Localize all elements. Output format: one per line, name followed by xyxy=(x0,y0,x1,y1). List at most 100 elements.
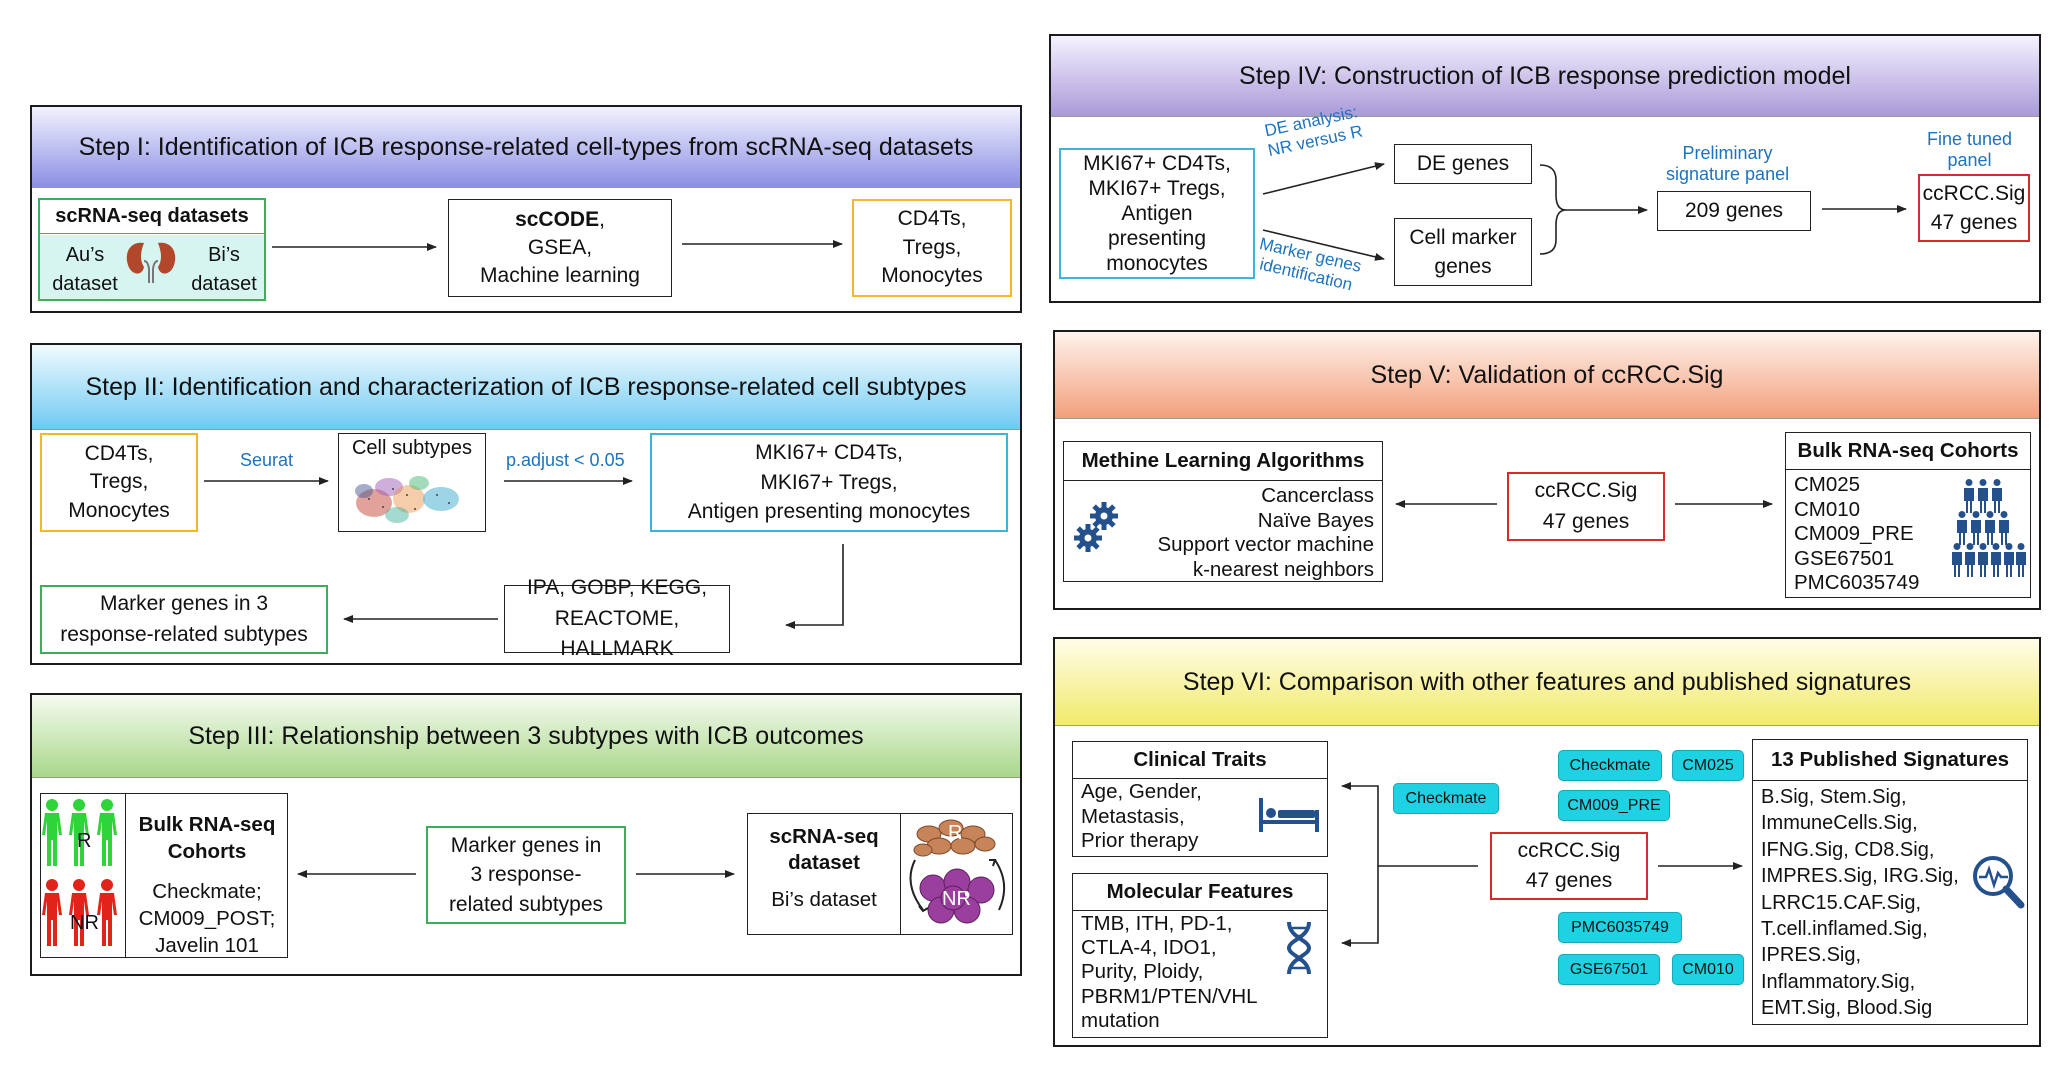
chip-checkmate-top: Checkmate xyxy=(1558,750,1662,781)
center-line: 47 genes xyxy=(1542,509,1630,533)
umap-scatter-icon xyxy=(355,476,459,523)
methods-line2: GSEA, xyxy=(527,236,593,260)
clinical-items: Age, Gender, Metastasis, Prior therapy xyxy=(1081,780,1202,854)
clinical-header: Clinical Traits xyxy=(1073,742,1327,779)
marker-item: Marker genes in xyxy=(450,833,602,857)
au-line1: Au’s xyxy=(65,244,105,266)
final-line: 47 genes xyxy=(1930,211,2018,234)
clinical-box: Clinical Traits Age, Gender, Metastasis,… xyxy=(1072,741,1328,857)
au-dataset-label: Au’s dataset xyxy=(50,241,120,299)
step2-marker-box: Marker genes in 3 response-related subty… xyxy=(40,585,328,654)
cluster-nr-label: NR xyxy=(942,888,971,910)
sc-header-line: dataset xyxy=(788,850,860,874)
molecular-item: mutation xyxy=(1081,1008,1160,1032)
center-line: ccRCC.Sig xyxy=(1534,479,1638,503)
bulk-item: Checkmate; xyxy=(152,880,262,904)
bi-dataset-label: Bi’s dataset xyxy=(184,241,264,299)
marker-item: Marker genes in 3 xyxy=(99,592,269,616)
chip-cm009-pre: CM009_PRE xyxy=(1558,790,1670,821)
scrna-dataset-text: scRNA-seq dataset Bi’s dataset xyxy=(748,824,900,913)
de-genes-label: DE genes xyxy=(1416,152,1510,176)
step5-title: Step V: Validation of ccRCC.Sig xyxy=(1055,332,2039,419)
molecular-box: Molecular Features TMB, ITH, PD-1, CTLA-… xyxy=(1072,873,1328,1038)
bi-line1: Bi’s xyxy=(208,244,240,266)
published-item: IPRES.Sig, xyxy=(1761,944,1862,967)
cell-marker-line: Cell marker xyxy=(1409,225,1517,249)
published-item: EMT.Sig, Blood.Sig xyxy=(1761,997,1933,1020)
arrow-input-to-de xyxy=(1262,162,1385,195)
published-header: 13 Published Signatures xyxy=(1753,740,2027,781)
arrow-center-to-molecular xyxy=(1341,866,1379,947)
marker-item: response-related subtypes xyxy=(60,622,308,646)
step2-input-box: CD4Ts, Tregs, Monocytes xyxy=(40,433,198,532)
step5-bulk-header: Bulk RNA-seq Cohorts xyxy=(1786,433,2030,470)
input-item: CD4Ts, xyxy=(84,441,154,465)
chip-cm010: CM010 xyxy=(1672,954,1744,985)
cell-marker-box: Cell marker genes xyxy=(1394,218,1532,286)
input-item: MKI67+ CD4Ts, xyxy=(1083,151,1231,175)
cell-subtypes-label: Cell subtypes xyxy=(351,437,473,459)
bulk-item: CM009_PRE xyxy=(1794,522,1914,546)
step6-center-box: ccRCC.Sig 47 genes xyxy=(1490,832,1648,900)
clinical-item: Age, Gender, xyxy=(1081,780,1202,803)
step3-title: Step III: Relationship between 3 subtype… xyxy=(32,695,1020,778)
bulk-header-line: Bulk RNA-seq xyxy=(138,813,276,836)
molecular-item: PBRM1/PTEN/VHL xyxy=(1081,984,1258,1008)
prelim-line: Preliminary xyxy=(1682,143,1773,163)
cell-subtypes-box: Cell subtypes xyxy=(338,433,486,532)
cell-clusters-panel: R NR xyxy=(900,814,1012,934)
celltype-item: Tregs, xyxy=(902,235,962,259)
cell-marker-line: genes xyxy=(1434,255,1492,278)
molecular-items: TMB, ITH, PD-1, CTLA-4, IDO1, Purity, Pl… xyxy=(1081,912,1258,1033)
bulk-item: GSE67501 xyxy=(1794,546,1895,570)
arrow-input-to-marker xyxy=(1262,229,1385,261)
step4-input-box: MKI67+ CD4Ts, MKI67+ Tregs, Antigen pres… xyxy=(1059,148,1255,279)
ml-box: Methine Learning Algorithms Cancerclass … xyxy=(1063,441,1383,582)
result-item: MKI67+ CD4Ts, xyxy=(755,440,903,464)
bulk-item: PMC6035749 xyxy=(1794,571,1920,595)
result-item: MKI67+ Tregs, xyxy=(760,470,898,494)
gears-icon xyxy=(1074,502,1118,552)
au-line2: dataset xyxy=(52,273,118,295)
celltype-item: CD4Ts, xyxy=(897,207,967,231)
step2-result-box: MKI67+ CD4Ts, MKI67+ Tregs, Antigen pres… xyxy=(650,433,1008,532)
responder-label: R xyxy=(77,830,92,852)
published-item: B.Sig, Stem.Sig, xyxy=(1761,786,1907,808)
chip-gse67501: GSE67501 xyxy=(1558,954,1660,985)
bulk-item: CM009_POST; xyxy=(138,906,276,930)
molecular-item: TMB, ITH, PD-1, xyxy=(1081,912,1233,935)
cluster-r-label: R xyxy=(948,822,963,844)
ml-item: Support vector machine xyxy=(1157,533,1374,557)
step1-celltypes-box: CD4Ts, Tregs, Monocytes xyxy=(852,199,1012,297)
input-item: MKI67+ Tregs, xyxy=(1088,176,1226,200)
molecular-item: CTLA-4, IDO1, xyxy=(1081,936,1217,960)
ml-items: Cancerclass Naïve Bayes Support vector m… xyxy=(1157,484,1374,582)
methods-line3: Machine learning xyxy=(480,263,640,287)
sccode-label: scCODE xyxy=(515,208,600,232)
clinical-item: Metastasis, xyxy=(1081,804,1185,828)
methods-line1-suffix: , xyxy=(599,208,605,232)
fine-tuned-label: Fine tuned panel xyxy=(1927,129,2012,170)
preliminary-box: 209 genes xyxy=(1657,191,1811,231)
celltype-item: Monocytes xyxy=(881,264,983,288)
bulk-cohort-text: Bulk RNA-seq Cohorts Checkmate; CM009_PO… xyxy=(127,812,287,959)
chip-checkmate-left: Checkmate xyxy=(1393,783,1499,814)
published-item: T.cell.inflamed.Sig, xyxy=(1761,917,1928,940)
bulk-item: Javelin 101 xyxy=(155,933,259,957)
magnifier-pulse-icon xyxy=(1973,856,2025,909)
published-box: 13 Published Signatures B.Sig, Stem.Sig,… xyxy=(1752,739,2028,1025)
seurat-label: Seurat xyxy=(240,450,294,470)
arrow-center-to-clinical xyxy=(1341,782,1478,867)
molecular-header: Molecular Features xyxy=(1073,874,1327,911)
input-item: Monocytes xyxy=(68,498,170,522)
bulk-header-line: Cohorts xyxy=(167,839,247,863)
ml-item: Naïve Bayes xyxy=(1257,508,1374,532)
bi-line2: dataset xyxy=(191,273,257,295)
fine-line: Fine tuned xyxy=(1927,129,2013,149)
enrichment-item: REACTOME, HALLMARK xyxy=(554,606,680,661)
published-item: IMPRES.Sig, IRG.Sig, xyxy=(1761,865,1959,888)
de-genes-box: DE genes xyxy=(1394,144,1532,184)
step4-title: Step IV: Construction of ICB response pr… xyxy=(1051,36,2039,117)
sc-header-line: scRNA-seq xyxy=(769,825,879,848)
datasets-box: scRNA-seq datasets Au’s dataset Bi’s dat… xyxy=(38,198,266,301)
